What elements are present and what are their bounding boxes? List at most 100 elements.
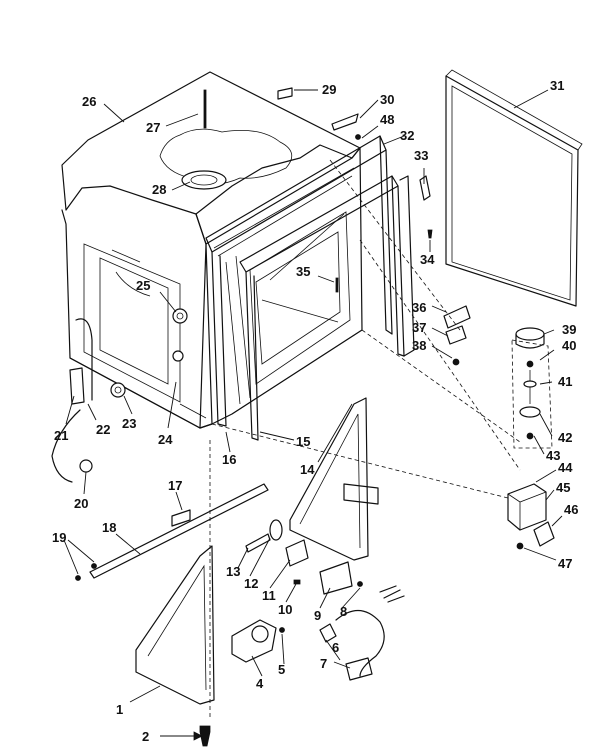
callout-26: 26 [82, 94, 96, 109]
callout-37: 37 [412, 320, 426, 335]
drain-assembly [507, 327, 555, 550]
hose-clamp-21 [69, 367, 85, 405]
screw-27 [203, 89, 207, 129]
switch-11 [285, 539, 309, 567]
callout-47: 47 [558, 556, 572, 571]
callout-7: 7 [320, 656, 327, 671]
callout-21: 21 [54, 428, 68, 443]
nut-25 [172, 308, 188, 324]
vent-opening [181, 170, 227, 190]
callout-8: 8 [340, 604, 347, 619]
callout-22: 22 [96, 422, 110, 437]
screw-38 [452, 358, 460, 366]
callout-14: 14 [300, 462, 315, 477]
tub-assembly [61, 147, 363, 429]
callout-46: 46 [564, 502, 578, 517]
callout-42: 42 [558, 430, 572, 445]
screw-2 [199, 725, 211, 747]
callout-28: 28 [152, 182, 166, 197]
callout-20: 20 [74, 496, 88, 511]
terminal-box-9 [319, 561, 353, 595]
top-hardware [203, 87, 433, 293]
hose-22 [75, 318, 93, 401]
callout-45: 45 [556, 480, 570, 495]
float-stem-13 [245, 533, 271, 553]
callout-16: 16 [222, 452, 236, 467]
screw-35 [335, 277, 339, 293]
callout-24: 24 [158, 432, 173, 447]
insulation-blanket [61, 71, 361, 215]
callout-15: 15 [296, 434, 310, 449]
callout-19: 19 [52, 530, 66, 545]
clamp-6 [319, 623, 337, 643]
callout-5: 5 [278, 662, 285, 677]
rail-18 [89, 483, 269, 579]
tub-gaskets [205, 135, 415, 441]
callout-44: 44 [558, 460, 573, 475]
clip-29 [277, 87, 293, 100]
plate-36 [443, 305, 471, 329]
callout-labels: 26 27 28 29 30 31 32 33 34 35 36 37 38 4… [52, 78, 578, 744]
callout-29: 29 [322, 82, 336, 97]
frame-rail-14 [289, 397, 369, 561]
callout-1: 1 [116, 702, 123, 717]
callout-2: 2 [142, 729, 149, 744]
callout-17: 17 [168, 478, 182, 493]
callout-18: 18 [102, 520, 116, 535]
screw-48 [355, 134, 361, 140]
inlet-valve-assembly [231, 519, 405, 681]
screw-5 [279, 627, 285, 633]
callout-23: 23 [122, 416, 136, 431]
callout-27: 27 [146, 120, 160, 135]
screw-10 [293, 579, 301, 585]
solenoid-46 [533, 521, 555, 547]
clip-33 [419, 175, 431, 201]
frame-rail-1 [135, 545, 215, 705]
callout-30: 30 [380, 92, 394, 107]
housing-44 [507, 483, 547, 531]
grommet-23 [110, 382, 126, 398]
callout-12: 12 [244, 576, 258, 591]
callout-36: 36 [412, 300, 426, 315]
callout-31: 31 [550, 78, 564, 93]
clamp-20 [79, 459, 93, 473]
callout-43: 43 [546, 448, 560, 463]
callout-11: 11 [262, 588, 276, 603]
ring-40 [526, 360, 534, 368]
callout-13: 13 [226, 564, 240, 579]
callout-48: 48 [380, 112, 394, 127]
base-frame [75, 397, 379, 705]
gear-42 [519, 406, 541, 418]
screw-8 [357, 581, 363, 587]
callout-34: 34 [420, 252, 435, 267]
callout-32: 32 [400, 128, 414, 143]
callout-6: 6 [332, 640, 339, 655]
bracket-30 [331, 113, 359, 131]
callout-40: 40 [562, 338, 576, 353]
float-12 [269, 519, 283, 541]
callout-41: 41 [558, 374, 572, 389]
clip-43 [526, 432, 534, 440]
drain-hose-assembly [51, 308, 188, 483]
leader-lines [63, 89, 563, 741]
screw-34 [427, 229, 433, 239]
callout-4: 4 [256, 676, 264, 691]
alignment-lines [209, 159, 521, 720]
callout-39: 39 [562, 322, 576, 337]
callout-38: 38 [412, 338, 426, 353]
inner-door-panel [445, 69, 583, 307]
callout-35: 35 [296, 264, 310, 279]
callout-10: 10 [278, 602, 292, 617]
valve-4 [231, 619, 277, 663]
callout-9: 9 [314, 608, 321, 623]
washer-41 [523, 380, 537, 388]
power-cord-7 [335, 609, 385, 677]
callout-33: 33 [414, 148, 428, 163]
cap-39 [515, 327, 545, 341]
callout-25: 25 [136, 278, 150, 293]
pad-17 [171, 509, 191, 527]
hinge-hardware [443, 305, 471, 366]
bracket-37 [445, 325, 467, 345]
screw-19 [75, 575, 81, 581]
